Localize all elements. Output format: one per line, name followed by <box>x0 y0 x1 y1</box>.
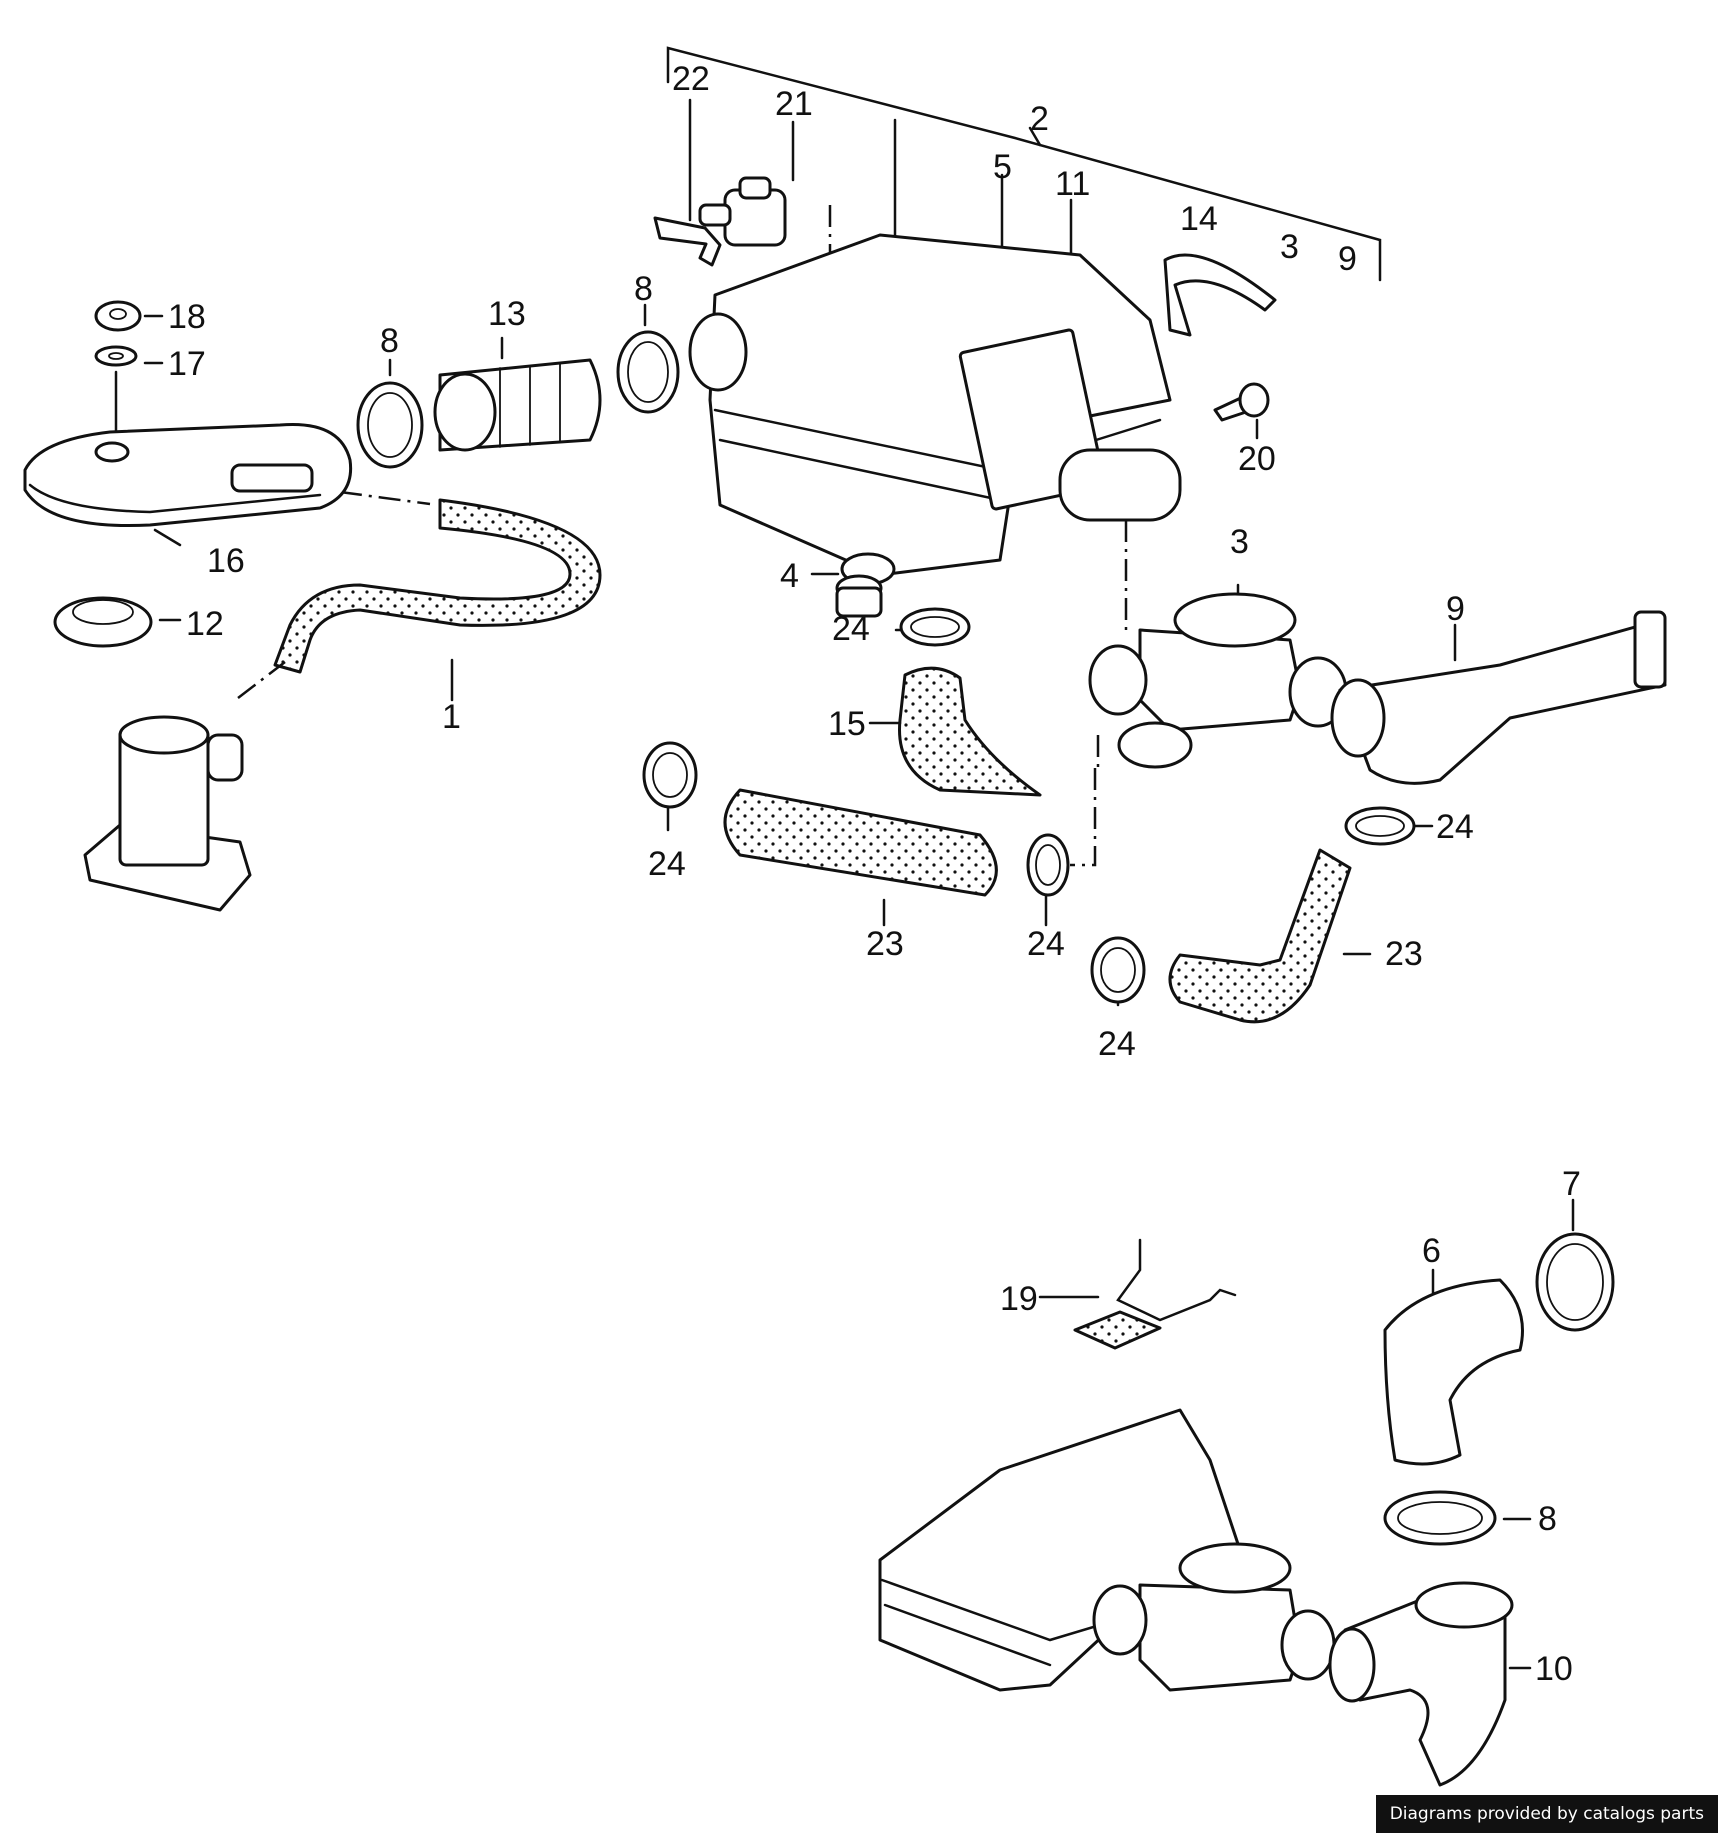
label-10: 10 <box>1535 1650 1573 1688</box>
label-1: 1 <box>442 698 461 736</box>
label-2: 2 <box>1030 100 1049 138</box>
label-6: 6 <box>1422 1232 1441 1270</box>
assembly-bracket <box>666 46 1382 282</box>
label-17: 17 <box>168 345 206 383</box>
label-4: 4 <box>780 557 799 595</box>
part-23-hose-b <box>1168 848 1352 1024</box>
part-22-bracket <box>653 216 722 267</box>
assembly-line-5 <box>1070 768 1097 867</box>
label-8b: 8 <box>634 270 653 308</box>
label-9b: 9 <box>1446 590 1465 628</box>
part-8-clamp-a <box>356 381 424 469</box>
label-24b: 24 <box>648 845 686 883</box>
label-23a: 23 <box>866 925 904 963</box>
part-14-clip <box>1163 253 1277 337</box>
part-20-screw <box>1213 382 1270 422</box>
air-filter-housing <box>688 233 1182 586</box>
label-24d: 24 <box>1098 1025 1136 1063</box>
callout-labels: 22 21 2 5 11 14 3 9 18 17 8 13 8 20 16 1… <box>168 60 1581 1688</box>
part-19-bracket <box>1073 1238 1237 1350</box>
label-12: 12 <box>186 605 224 643</box>
part-13-bellows <box>433 358 602 452</box>
part-24-clamp-d <box>1090 936 1146 1004</box>
label-7: 7 <box>1562 1165 1581 1203</box>
label-22: 22 <box>672 60 710 98</box>
label-8c: 8 <box>1538 1500 1557 1538</box>
part-4-grommet <box>835 574 883 618</box>
part-16-cover <box>23 422 353 528</box>
part-17-washer <box>94 345 138 367</box>
label-24c: 24 <box>1027 925 1065 963</box>
part-24-clamp-e <box>1344 806 1416 846</box>
label-23b: 23 <box>1385 935 1423 973</box>
part-8-clamp-b <box>616 330 680 414</box>
label-19: 19 <box>1000 1280 1038 1318</box>
part-24-clamp-b <box>642 741 698 809</box>
part-21-valve <box>698 176 787 247</box>
label-24a: 24 <box>832 610 870 648</box>
part-1-hose <box>273 498 602 674</box>
part-6-bellows <box>1383 1278 1524 1466</box>
part-8-clamp-c <box>1383 1490 1497 1546</box>
part-7-clamp <box>1535 1232 1615 1332</box>
part-3-airflow-meter-b <box>1092 1542 1336 1692</box>
credit-banner: Diagrams provided by catalogs parts <box>1375 1795 1718 1833</box>
part-12-seal <box>53 596 153 648</box>
label-16: 16 <box>207 542 245 580</box>
label-8a: 8 <box>380 322 399 360</box>
assembly-line-1 <box>237 661 286 699</box>
label-21: 21 <box>775 85 813 123</box>
label-15: 15 <box>828 705 866 743</box>
part-24-clamp-a <box>899 607 971 647</box>
assembly-line-2 <box>339 490 431 506</box>
canister <box>83 715 252 912</box>
label-18: 18 <box>168 298 206 336</box>
part-24-clamp-c <box>1026 833 1070 897</box>
label-3b: 3 <box>1230 523 1249 561</box>
part-23-hose-a <box>723 788 998 897</box>
label-11: 11 <box>1055 165 1090 203</box>
label-9a: 9 <box>1338 240 1357 278</box>
part-10-elbow <box>1328 1581 1514 1787</box>
part-9-intake-pipe <box>1330 610 1667 785</box>
label-13: 13 <box>488 295 526 333</box>
label-3a: 3 <box>1280 228 1299 266</box>
label-24e: 24 <box>1436 808 1474 846</box>
label-5: 5 <box>993 148 1012 186</box>
label-20: 20 <box>1238 440 1276 478</box>
part-3-airflow-meter <box>1088 592 1348 769</box>
part-18-nut <box>94 300 142 332</box>
label-14: 14 <box>1180 200 1218 238</box>
part-15-duct <box>898 666 1042 797</box>
